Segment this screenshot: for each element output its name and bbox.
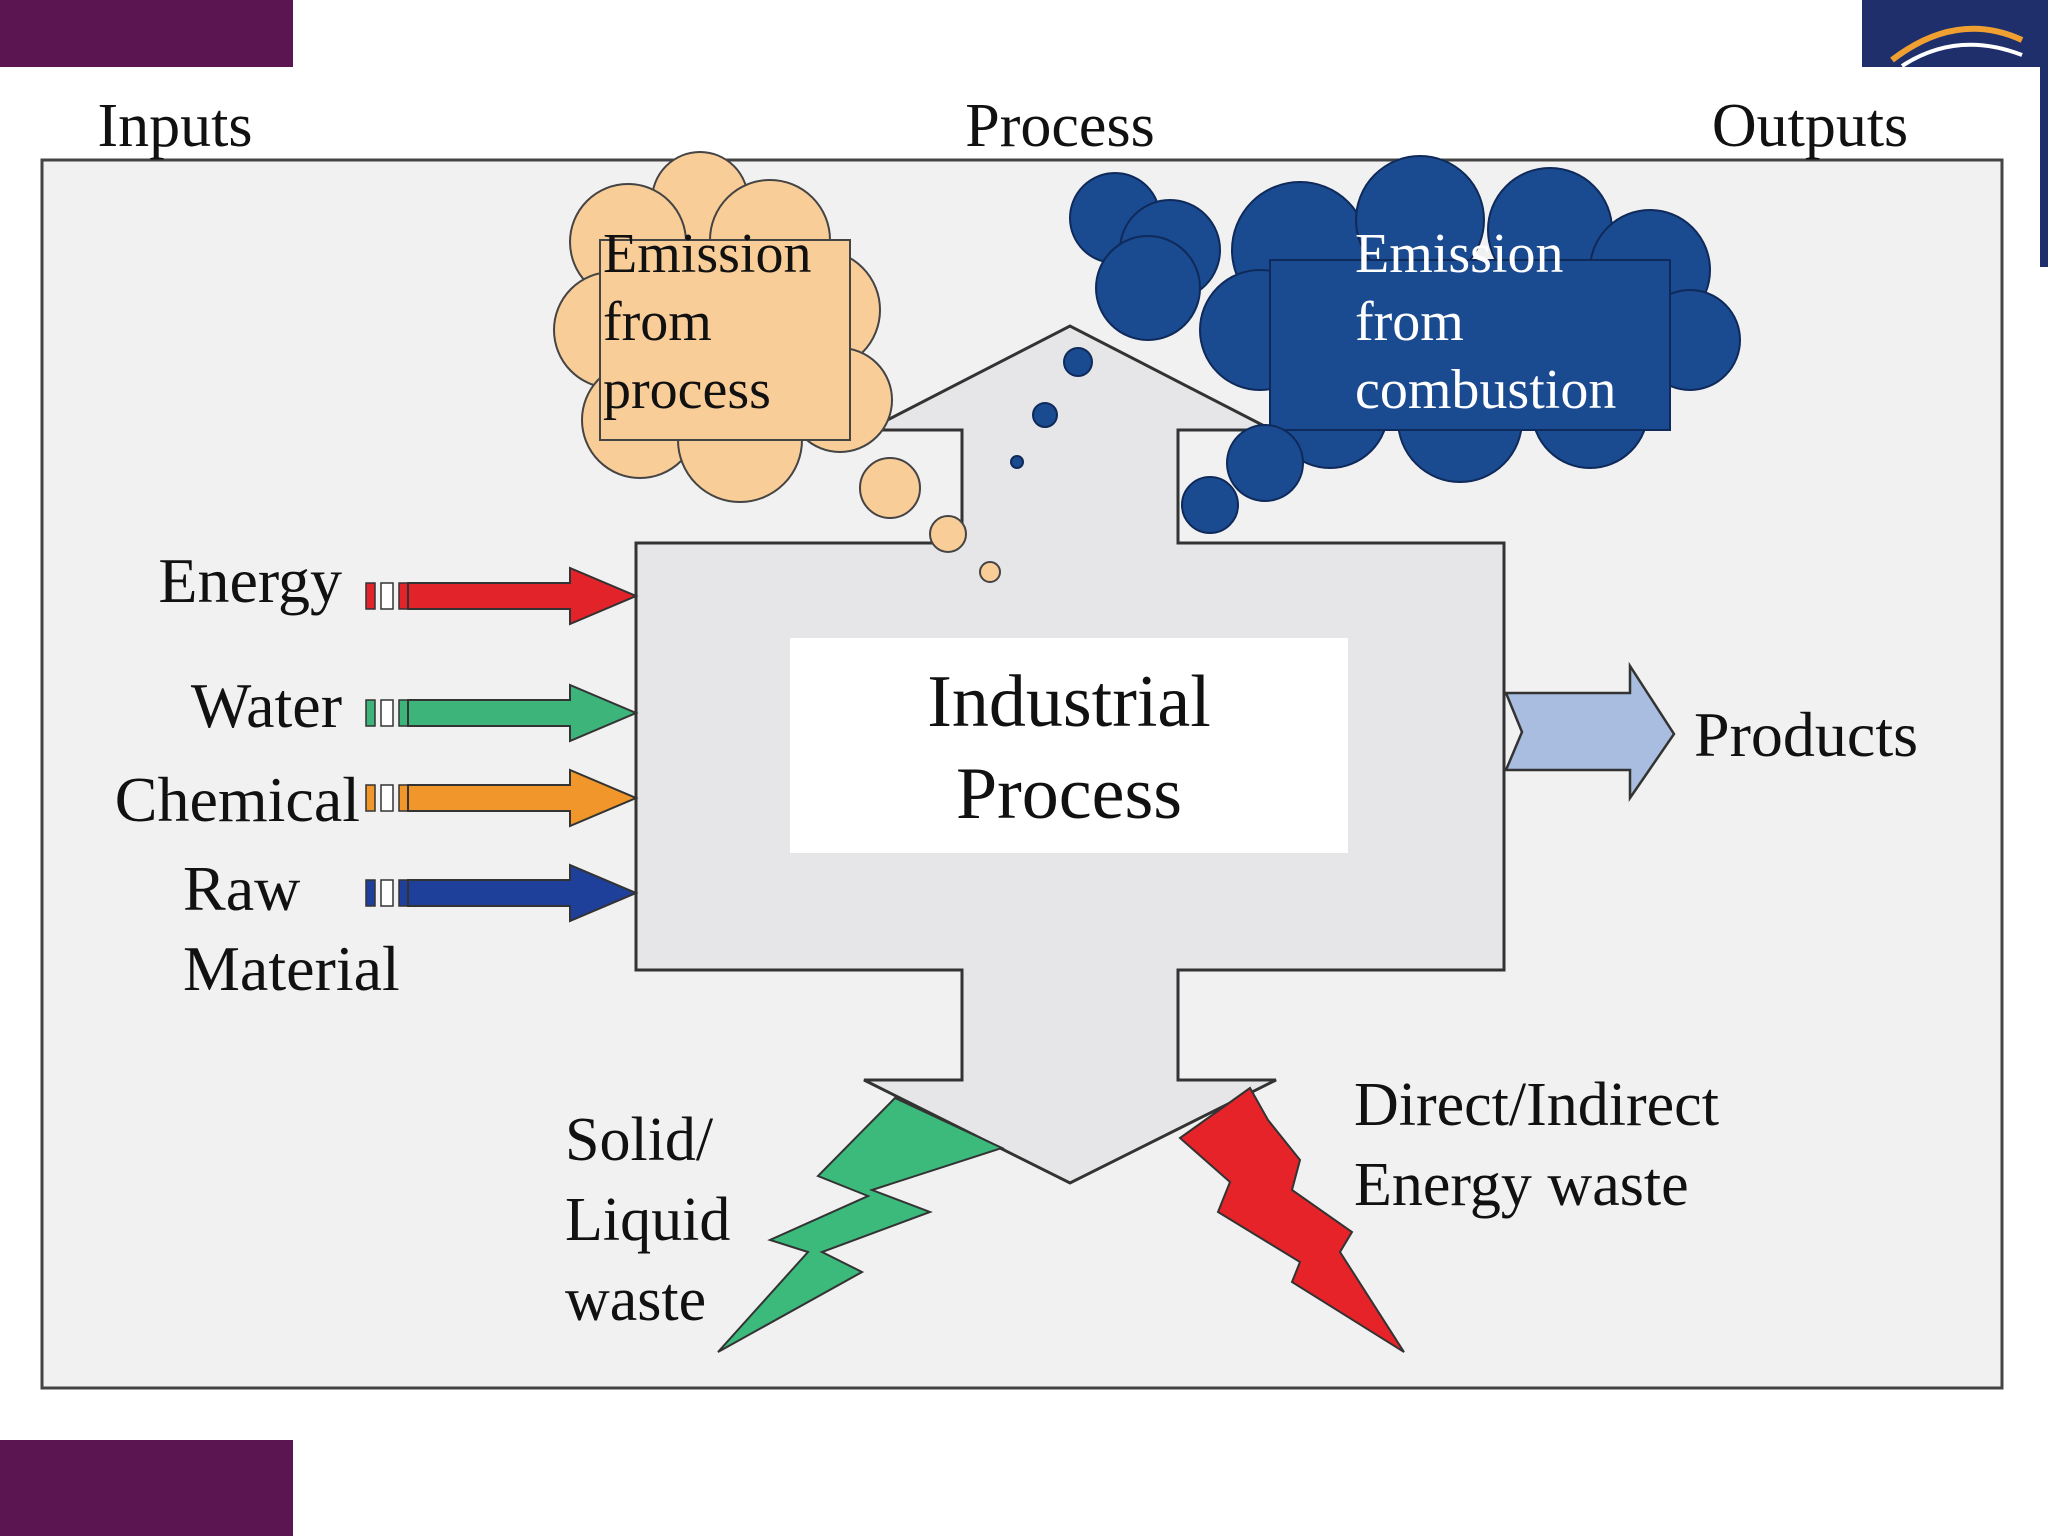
header-outputs: Outputs (1712, 92, 1908, 160)
input-arrow-chemical (365, 768, 639, 828)
emission-process-cloud (553, 151, 1001, 583)
input-label-material: Material (183, 933, 400, 1004)
output-arrow-products (1504, 661, 1676, 803)
input-label-chemical: Chemical (115, 764, 360, 835)
emission-combustion-line1: Emission (1355, 223, 1563, 285)
solid-waste-line2: Liquid (565, 1186, 730, 1254)
header-inputs: Inputs (98, 92, 253, 160)
input-arrow-energy (365, 566, 639, 626)
energy-waste-line2: Energy waste (1354, 1151, 1689, 1219)
output-label-products: Products (1694, 699, 1918, 770)
process-label-box (790, 638, 1348, 853)
process-label-line1: Industrial (927, 661, 1211, 743)
solid-waste-line3: waste (565, 1266, 706, 1334)
emission-combustion-cloud (1010, 155, 1741, 534)
solid-waste-line1: Solid/ (565, 1106, 714, 1174)
corner-accent-bottom (0, 1440, 293, 1536)
input-label-raw: Raw (183, 853, 300, 924)
input-label-energy: Energy (158, 545, 342, 616)
emission-combustion-line3: combustion (1355, 359, 1616, 421)
emission-process-line2: from (603, 291, 712, 353)
solid-liquid-waste-bolt (717, 1096, 1005, 1353)
header-process: Process (965, 92, 1154, 160)
emission-combustion-line2: from (1355, 291, 1464, 353)
input-arrow-water (365, 683, 639, 743)
emission-process-line3: process (603, 359, 771, 421)
energy-waste-bolt (1178, 1086, 1405, 1353)
logo-edge-bar (2040, 67, 2048, 267)
logo-arc-icon (1862, 0, 2048, 67)
corner-accent-top (0, 0, 293, 67)
input-arrow-raw-material (365, 863, 639, 923)
input-label-water: Water (191, 670, 342, 741)
energy-waste-line1: Direct/Indirect (1354, 1071, 1719, 1139)
process-label-line2: Process (956, 753, 1182, 835)
logo (1862, 0, 2048, 67)
emission-process-line1: Emission (603, 223, 811, 285)
